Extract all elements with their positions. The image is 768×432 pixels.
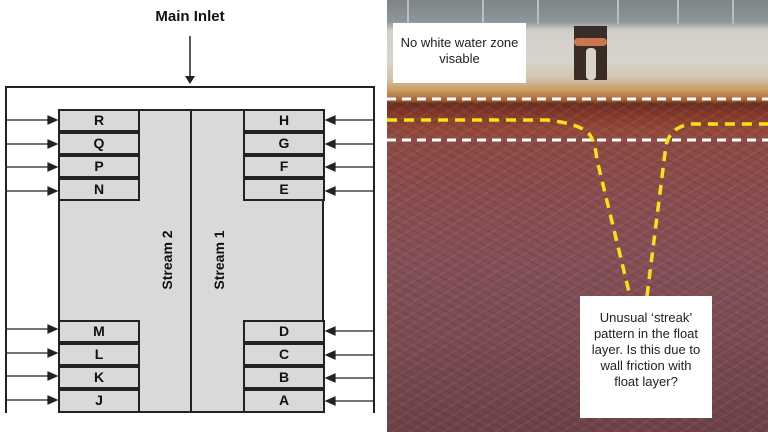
outer-tank [5, 86, 375, 413]
cell-q: Q [58, 132, 140, 155]
railing-post [537, 0, 539, 24]
main-inlet-label: Main Inlet [155, 8, 225, 25]
railing-post [407, 0, 409, 24]
annotation-lines [387, 97, 768, 297]
yellow-streak-left [387, 118, 632, 297]
cell-n: N [58, 178, 140, 201]
railing-post [732, 0, 734, 24]
stream-divider [190, 109, 192, 413]
inflow-arrows-icon [6, 115, 375, 406]
float-layer-photo: No white water zone visable Unusual ‘str… [387, 0, 768, 432]
cell-f: F [243, 155, 325, 178]
pipe-icon [574, 38, 607, 46]
cell-g: G [243, 132, 325, 155]
cell-r: R [58, 109, 140, 132]
cell-l: L [58, 343, 140, 366]
inlet-window [574, 26, 607, 80]
inlet-arrow-icon [185, 36, 195, 84]
railing-post [677, 0, 679, 24]
callout-no-white-water: No white water zone visable [393, 23, 526, 83]
railing-post [617, 0, 619, 24]
cell-d: D [243, 320, 325, 343]
cell-j: J [58, 389, 140, 413]
cell-m: M [58, 320, 140, 343]
cell-a: A [243, 389, 325, 413]
railing-post [482, 0, 484, 24]
flow-diagram: Main Inlet R Q P N M L K J H G F E D C B… [5, 8, 375, 413]
yellow-streak-right [645, 122, 768, 297]
callout-streak-pattern: Unusual ‘streak’ pattern in the float la… [580, 296, 712, 418]
valve-icon [586, 48, 596, 80]
cell-e: E [243, 178, 325, 201]
cell-b: B [243, 366, 325, 389]
cell-k: K [58, 366, 140, 389]
cell-c: C [243, 343, 325, 366]
cell-h: H [243, 109, 325, 132]
cell-p: P [58, 155, 140, 178]
